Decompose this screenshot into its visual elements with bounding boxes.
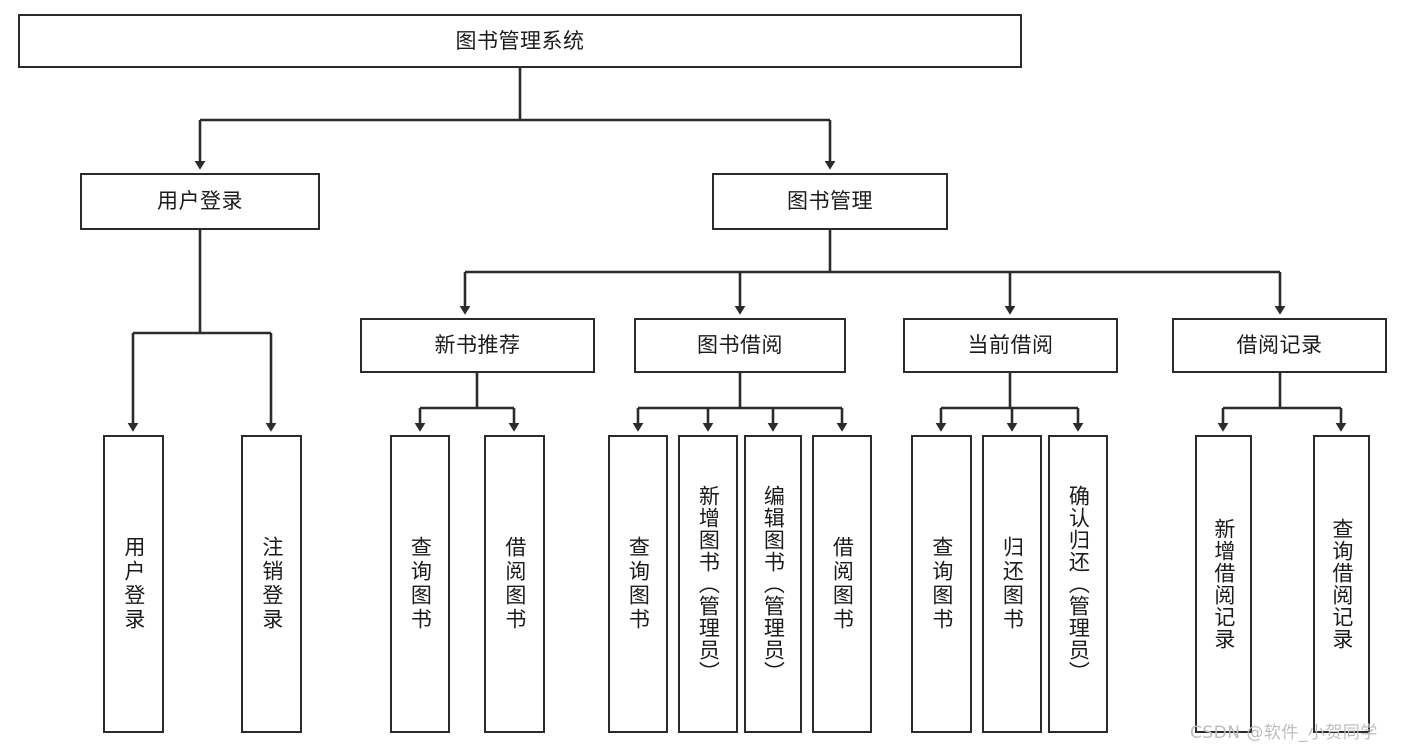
node-book-borrow[interactable]: 图书借阅 xyxy=(634,318,846,373)
leaf-add-book-admin-label: 新增图书（管理员） xyxy=(696,485,721,683)
node-user-login[interactable]: 用户登录 xyxy=(80,173,320,230)
leaf-add-book-admin[interactable]: 新增图书（管理员） xyxy=(678,435,738,733)
node-borrow-record-label: 借阅记录 xyxy=(1236,333,1323,358)
node-book-management[interactable]: 图书管理 xyxy=(712,173,948,230)
leaf-confirm-return-admin-label: 确认归还（管理员） xyxy=(1066,485,1091,683)
node-book-management-label: 图书管理 xyxy=(787,189,873,214)
leaf-query-book-recommend-label: 查询图书 xyxy=(408,536,433,632)
node-book-borrow-label: 图书借阅 xyxy=(697,333,783,358)
leaf-logout[interactable]: 注销登录 xyxy=(241,435,302,733)
leaf-logout-label: 注销登录 xyxy=(259,536,284,632)
node-borrow-record[interactable]: 借阅记录 xyxy=(1172,318,1387,373)
leaf-borrow-book-recommend-label: 借阅图书 xyxy=(502,536,527,632)
leaf-query-book-current-label: 查询图书 xyxy=(929,536,954,632)
node-user-login-label: 用户登录 xyxy=(157,189,243,214)
node-current-borrow[interactable]: 当前借阅 xyxy=(903,318,1118,373)
leaf-query-book-borrow[interactable]: 查询图书 xyxy=(608,435,668,733)
leaf-borrow-book-recommend[interactable]: 借阅图书 xyxy=(484,435,545,733)
node-current-borrow-label: 当前借阅 xyxy=(967,333,1054,358)
node-root[interactable]: 图书管理系统 xyxy=(18,14,1022,68)
leaf-confirm-return-admin[interactable]: 确认归还（管理员） xyxy=(1048,435,1108,733)
leaf-return-book-label: 归还图书 xyxy=(1000,536,1025,632)
leaf-query-book-recommend[interactable]: 查询图书 xyxy=(390,435,450,733)
leaf-query-book-current[interactable]: 查询图书 xyxy=(911,435,972,733)
leaf-query-borrow-record-label: 查询借阅记录 xyxy=(1329,518,1354,650)
leaf-user-login[interactable]: 用户登录 xyxy=(103,435,164,733)
leaf-add-borrow-record-label: 新增借阅记录 xyxy=(1211,518,1236,650)
leaf-add-borrow-record[interactable]: 新增借阅记录 xyxy=(1195,435,1252,733)
leaf-user-login-label: 用户登录 xyxy=(121,536,146,632)
node-new-book-recommend[interactable]: 新书推荐 xyxy=(360,318,595,373)
leaf-query-book-borrow-label: 查询图书 xyxy=(626,536,651,632)
leaf-edit-book-admin-label: 编辑图书（管理员） xyxy=(761,485,786,683)
node-root-label: 图书管理系统 xyxy=(455,28,585,53)
node-new-book-recommend-label: 新书推荐 xyxy=(434,333,521,358)
leaf-query-borrow-record[interactable]: 查询借阅记录 xyxy=(1313,435,1370,733)
leaf-edit-book-admin[interactable]: 编辑图书（管理员） xyxy=(744,435,802,733)
leaf-borrow-book-label: 借阅图书 xyxy=(830,536,855,632)
leaf-return-book[interactable]: 归还图书 xyxy=(982,435,1042,733)
leaf-borrow-book[interactable]: 借阅图书 xyxy=(812,435,872,733)
csdn-watermark: CSDN @软件_小贺同学 xyxy=(1190,723,1378,743)
